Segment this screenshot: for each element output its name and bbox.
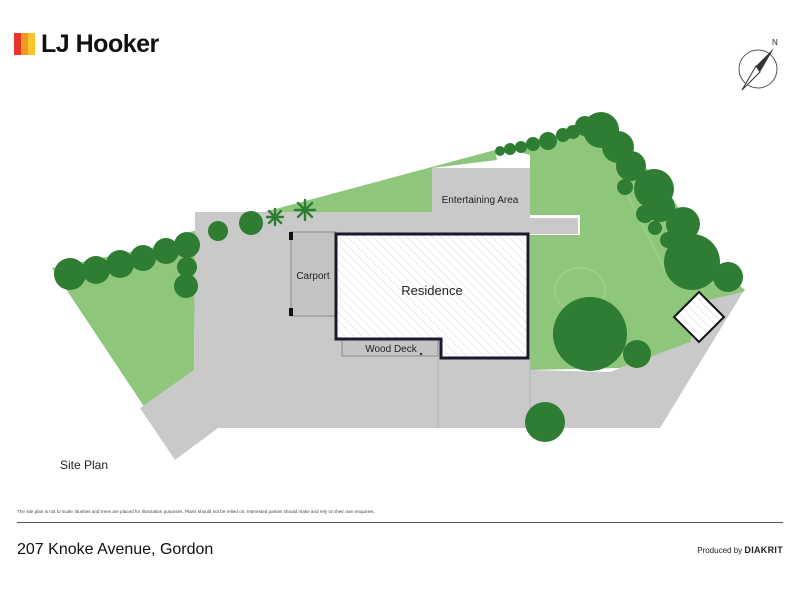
logo-bar-yellow — [28, 33, 35, 55]
footer-divider — [17, 522, 783, 523]
compass-north-label: N — [772, 38, 778, 47]
logo-color-bars — [14, 33, 35, 55]
brand-logo: LJ Hooker — [14, 30, 159, 58]
disclaimer-text: The site plan is not to scale. Bushes an… — [17, 509, 375, 514]
label-residence: Residence — [401, 283, 462, 298]
palm-plants — [265, 198, 317, 227]
produced-by-brand: DIAKRIT — [744, 545, 783, 555]
produced-by: Produced by DIAKRIT — [697, 545, 783, 555]
logo-bar-red — [14, 33, 21, 55]
shed — [672, 290, 726, 344]
property-address: 207 Knoke Avenue, Gordon — [17, 541, 214, 558]
logo-bar-orange — [21, 33, 28, 55]
brand-name: LJ Hooker — [41, 29, 159, 58]
trees — [54, 112, 743, 442]
label-carport: Carport — [296, 271, 330, 282]
site-plan-label: Site Plan — [60, 458, 109, 472]
paving-path — [530, 218, 578, 234]
label-entertaining-area: Entertaining Area — [442, 195, 519, 206]
label-wood-deck: Wood Deck — [365, 344, 418, 355]
residence — [334, 232, 530, 360]
compass-icon: N — [738, 38, 778, 91]
lawn-left — [52, 240, 195, 408]
produced-by-prefix: Produced by — [697, 546, 743, 555]
